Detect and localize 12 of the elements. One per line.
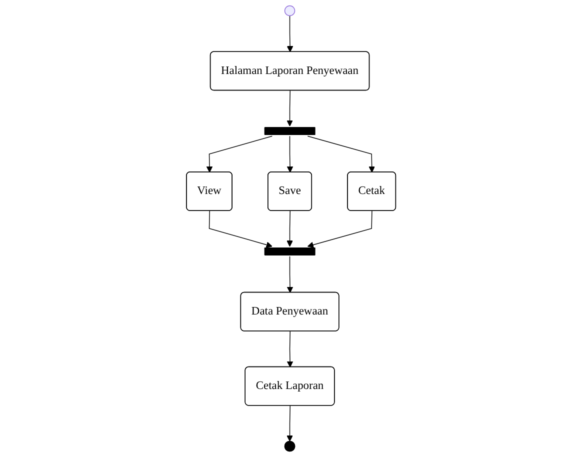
arrow (286, 136, 294, 173)
arrow (286, 256, 294, 293)
arrow (307, 136, 375, 173)
node-circle (284, 5, 296, 16)
arrow (286, 210, 293, 247)
arrow (206, 136, 272, 173)
arrow (286, 90, 293, 126)
arrow (307, 210, 372, 248)
arrow (286, 405, 293, 442)
arrow (208, 210, 272, 248)
arrow (286, 330, 294, 368)
arrow (286, 15, 294, 52)
